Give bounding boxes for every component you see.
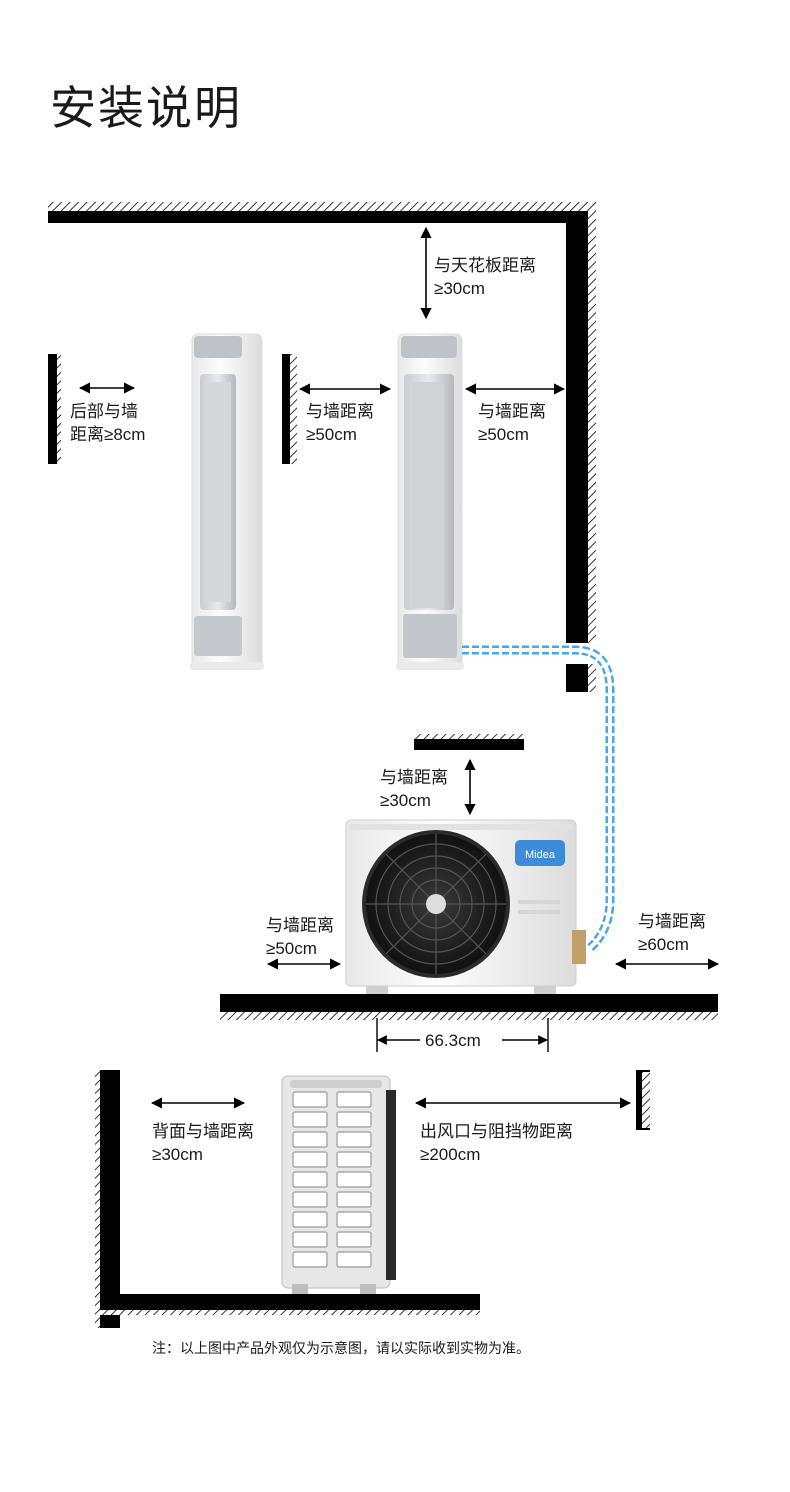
ceiling-wall — [48, 202, 596, 223]
fan-icon — [362, 830, 510, 978]
width-dimension — [376, 1018, 549, 1052]
bottom-left-wall — [95, 1070, 120, 1328]
rear-wall-distance-label: 后部与墙 距离≥8cm — [70, 402, 146, 444]
obstacle-wall — [636, 1070, 650, 1130]
outdoor-left-distance-label: 与墙距离 ≥50cm — [266, 916, 334, 958]
indoor-unit-side — [190, 333, 264, 670]
disclaimer-note: 注：以上图中产品外观仅为示意图，请以实际收到实物为准。 — [152, 1340, 530, 1356]
outlet-obstacle-distance-label: 出风口与阻挡物距离 ≥200cm — [420, 1122, 573, 1164]
side-wall-distance-label-1: 与墙距离 ≥50cm — [306, 402, 374, 444]
page-title: 安装说明 — [50, 82, 242, 134]
outdoor-right-distance-label: 与墙距离 ≥60cm — [638, 912, 706, 954]
rear-wall-left — [48, 354, 61, 464]
indoor-unit-front — [396, 333, 464, 670]
brand-label: Midea — [525, 849, 556, 861]
outdoor-top-distance-label: 与墙距离 ≥30cm — [380, 768, 448, 810]
side-wall-middle — [282, 354, 297, 464]
outdoor-floor — [220, 994, 718, 1020]
right-wall — [566, 211, 596, 692]
outdoor-width-label: 66.3cm — [425, 1031, 481, 1050]
outdoor-unit-side-view — [281, 1075, 396, 1294]
side-wall-distance-label-2: 与墙距离 ≥50cm — [478, 402, 546, 444]
bottom-floor — [100, 1294, 480, 1315]
midea-logo-icon: Midea — [515, 840, 565, 866]
ceiling-distance-label: 与天花板距离 ≥30cm — [434, 256, 536, 298]
back-wall-distance-label: 背面与墙距离 ≥30cm — [152, 1122, 254, 1164]
pipe-icon — [462, 645, 615, 952]
outdoor-top-wall — [414, 734, 524, 750]
outdoor-unit: Midea — [345, 819, 586, 994]
